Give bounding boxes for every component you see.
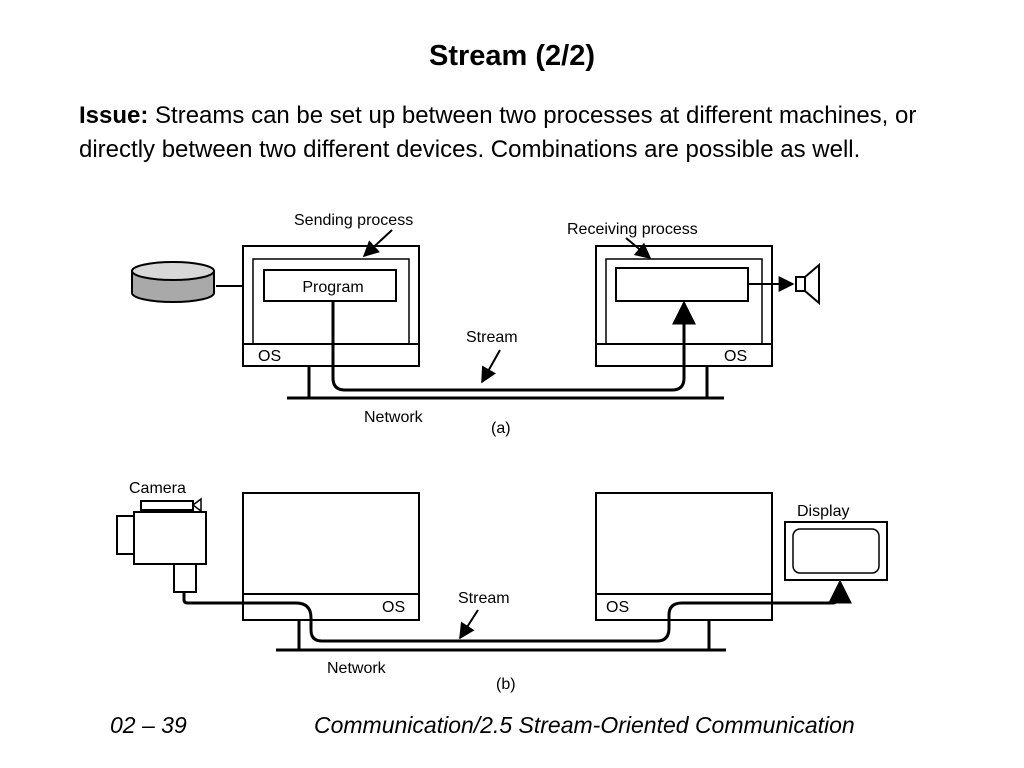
network-label-b: Network (327, 660, 387, 677)
diagram-a: Program OS OS Sending process Receiving … (131, 212, 820, 437)
program-label: Program (302, 279, 363, 296)
os-label-a-right: OS (724, 348, 747, 365)
os-label-b-left: OS (382, 599, 405, 616)
speaker-icon (795, 262, 820, 306)
caption-b: (b) (496, 676, 516, 693)
camera-icon (116, 497, 207, 593)
section-title: Communication/2.5 Stream-Oriented Commun… (314, 712, 855, 738)
program-box (263, 269, 397, 302)
sending-machine: Program OS (242, 245, 420, 367)
issue-text: Streams can be set up between two proces… (79, 102, 917, 163)
issue-lead: Issue: (79, 102, 149, 129)
stream-label-b: Stream (458, 590, 510, 607)
receiving-process-label: Receiving process (567, 221, 698, 238)
stream-arrow-b (459, 609, 479, 640)
stream-path-a (331, 300, 696, 392)
display-icon (784, 521, 888, 581)
os-label-a-left: OS (258, 348, 281, 365)
network-label-a: Network (364, 409, 424, 426)
diagram-b: Camera OS OS Display Stream Network (b) (116, 480, 888, 693)
os-label-b-right: OS (606, 599, 629, 616)
machine-b-right: OS (595, 492, 773, 621)
sending-process-label: Sending process (294, 212, 413, 229)
issue-paragraph: Issue: Streams can be set up between two… (79, 99, 949, 167)
slide-number: 02 – 39 (110, 712, 187, 738)
slide-title: Stream (2/2) (428, 40, 595, 72)
disk-icon (131, 261, 215, 303)
receiving-process-arrow (625, 237, 652, 260)
receiver-box (615, 267, 749, 302)
stream-path-b (182, 579, 852, 643)
sending-process-arrow (362, 229, 393, 258)
caption-a: (a) (491, 420, 511, 437)
stream-label-a: Stream (466, 329, 518, 346)
machine-b-left: OS (242, 492, 420, 621)
camera-label: Camera (129, 480, 186, 497)
display-label: Display (797, 503, 849, 520)
stream-arrow-a (481, 349, 501, 384)
